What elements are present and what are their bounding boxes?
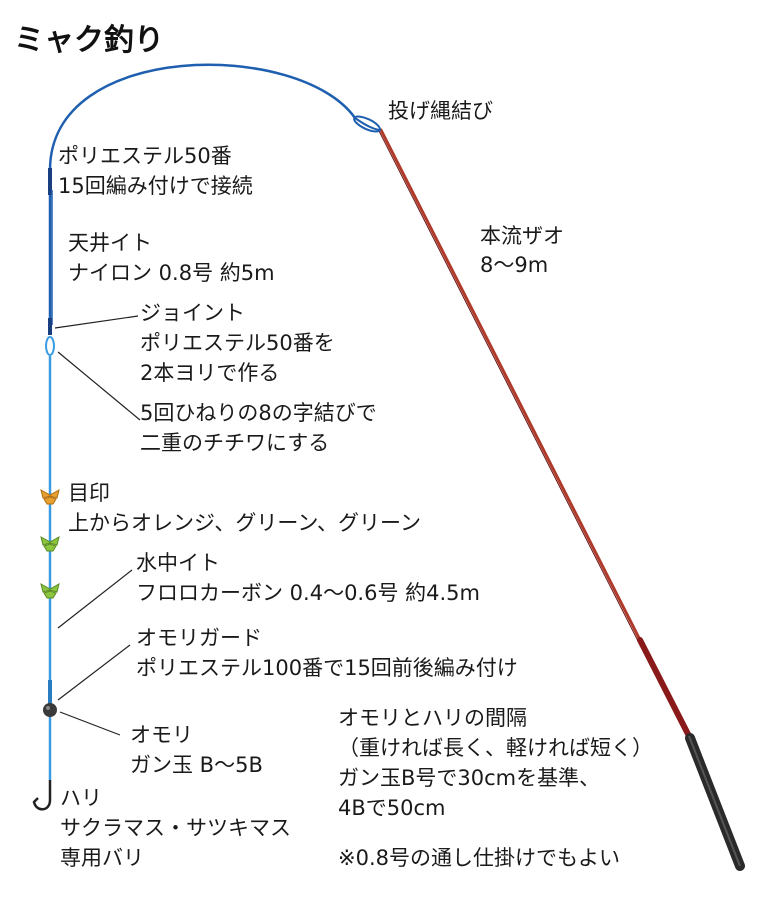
label-guard-2: ポリエステル100番で15回前後編み付け <box>136 656 518 680</box>
label-spacing-2: （重ければ長く、軽ければ短く） <box>338 736 653 760</box>
marker-green-icon <box>40 583 60 599</box>
hook-icon <box>32 780 52 811</box>
label-omori-1: オモリ <box>130 723 193 747</box>
label-throw-knot: 投げ縄結び <box>388 99 493 123</box>
label-hook-3: 専用バリ <box>60 846 144 870</box>
label-note: ※0.8号の通し仕掛けでもよい <box>338 846 620 870</box>
label-hook-1: ハリ <box>60 786 102 810</box>
marker-green-icon <box>40 536 60 552</box>
label-chichiwa-2: 二重のチチワにする <box>140 431 329 455</box>
marker-orange-icon <box>40 489 60 505</box>
sinker-icon <box>43 703 57 717</box>
leader-lines <box>54 315 141 736</box>
throw-knot-icon <box>353 115 381 133</box>
diagram-title: ミャク釣り <box>14 23 164 58</box>
label-spacing-4: 4Bで50cm <box>338 796 446 820</box>
label-spacing-3: ガン玉B号で30cmを基準、 <box>338 766 600 790</box>
label-mark-1: 目印 <box>68 481 110 505</box>
label-omori-2: ガン玉 B〜5B <box>130 753 263 777</box>
tenjo-line <box>48 63 382 332</box>
label-joint-2: ポリエステル50番を <box>140 331 335 355</box>
label-connect-1: ポリエステル50番 <box>58 144 232 168</box>
label-tenjo-1: 天井イト <box>68 231 152 255</box>
label-joint-1: ジョイント <box>140 301 245 325</box>
label-mark-2: 上からオレンジ、グリーン、グリーン <box>68 511 421 535</box>
chichiwa-loop-icon <box>45 336 55 356</box>
label-rod-length: 8〜9m <box>480 253 548 277</box>
label-suichu-2: フロロカーボン 0.4〜0.6号 約4.5m <box>136 581 480 605</box>
label-joint-3: 2本ヨリで作る <box>140 361 279 385</box>
rod <box>378 128 745 871</box>
label-tenjo-2: ナイロン 0.8号 約5m <box>68 261 275 285</box>
label-chichiwa-1: 5回ひねりの8の字結びで <box>140 401 377 425</box>
label-spacing-1: オモリとハリの間隔 <box>338 706 527 730</box>
label-hook-2: サクラマス・サツキマス <box>60 816 291 840</box>
label-suichu-1: 水中イト <box>136 551 220 575</box>
joint <box>45 318 55 356</box>
label-rod-name: 本流ザオ <box>480 224 564 248</box>
label-guard-1: オモリガード <box>136 626 262 650</box>
label-connect-2: 15回編み付けで接続 <box>58 174 253 198</box>
